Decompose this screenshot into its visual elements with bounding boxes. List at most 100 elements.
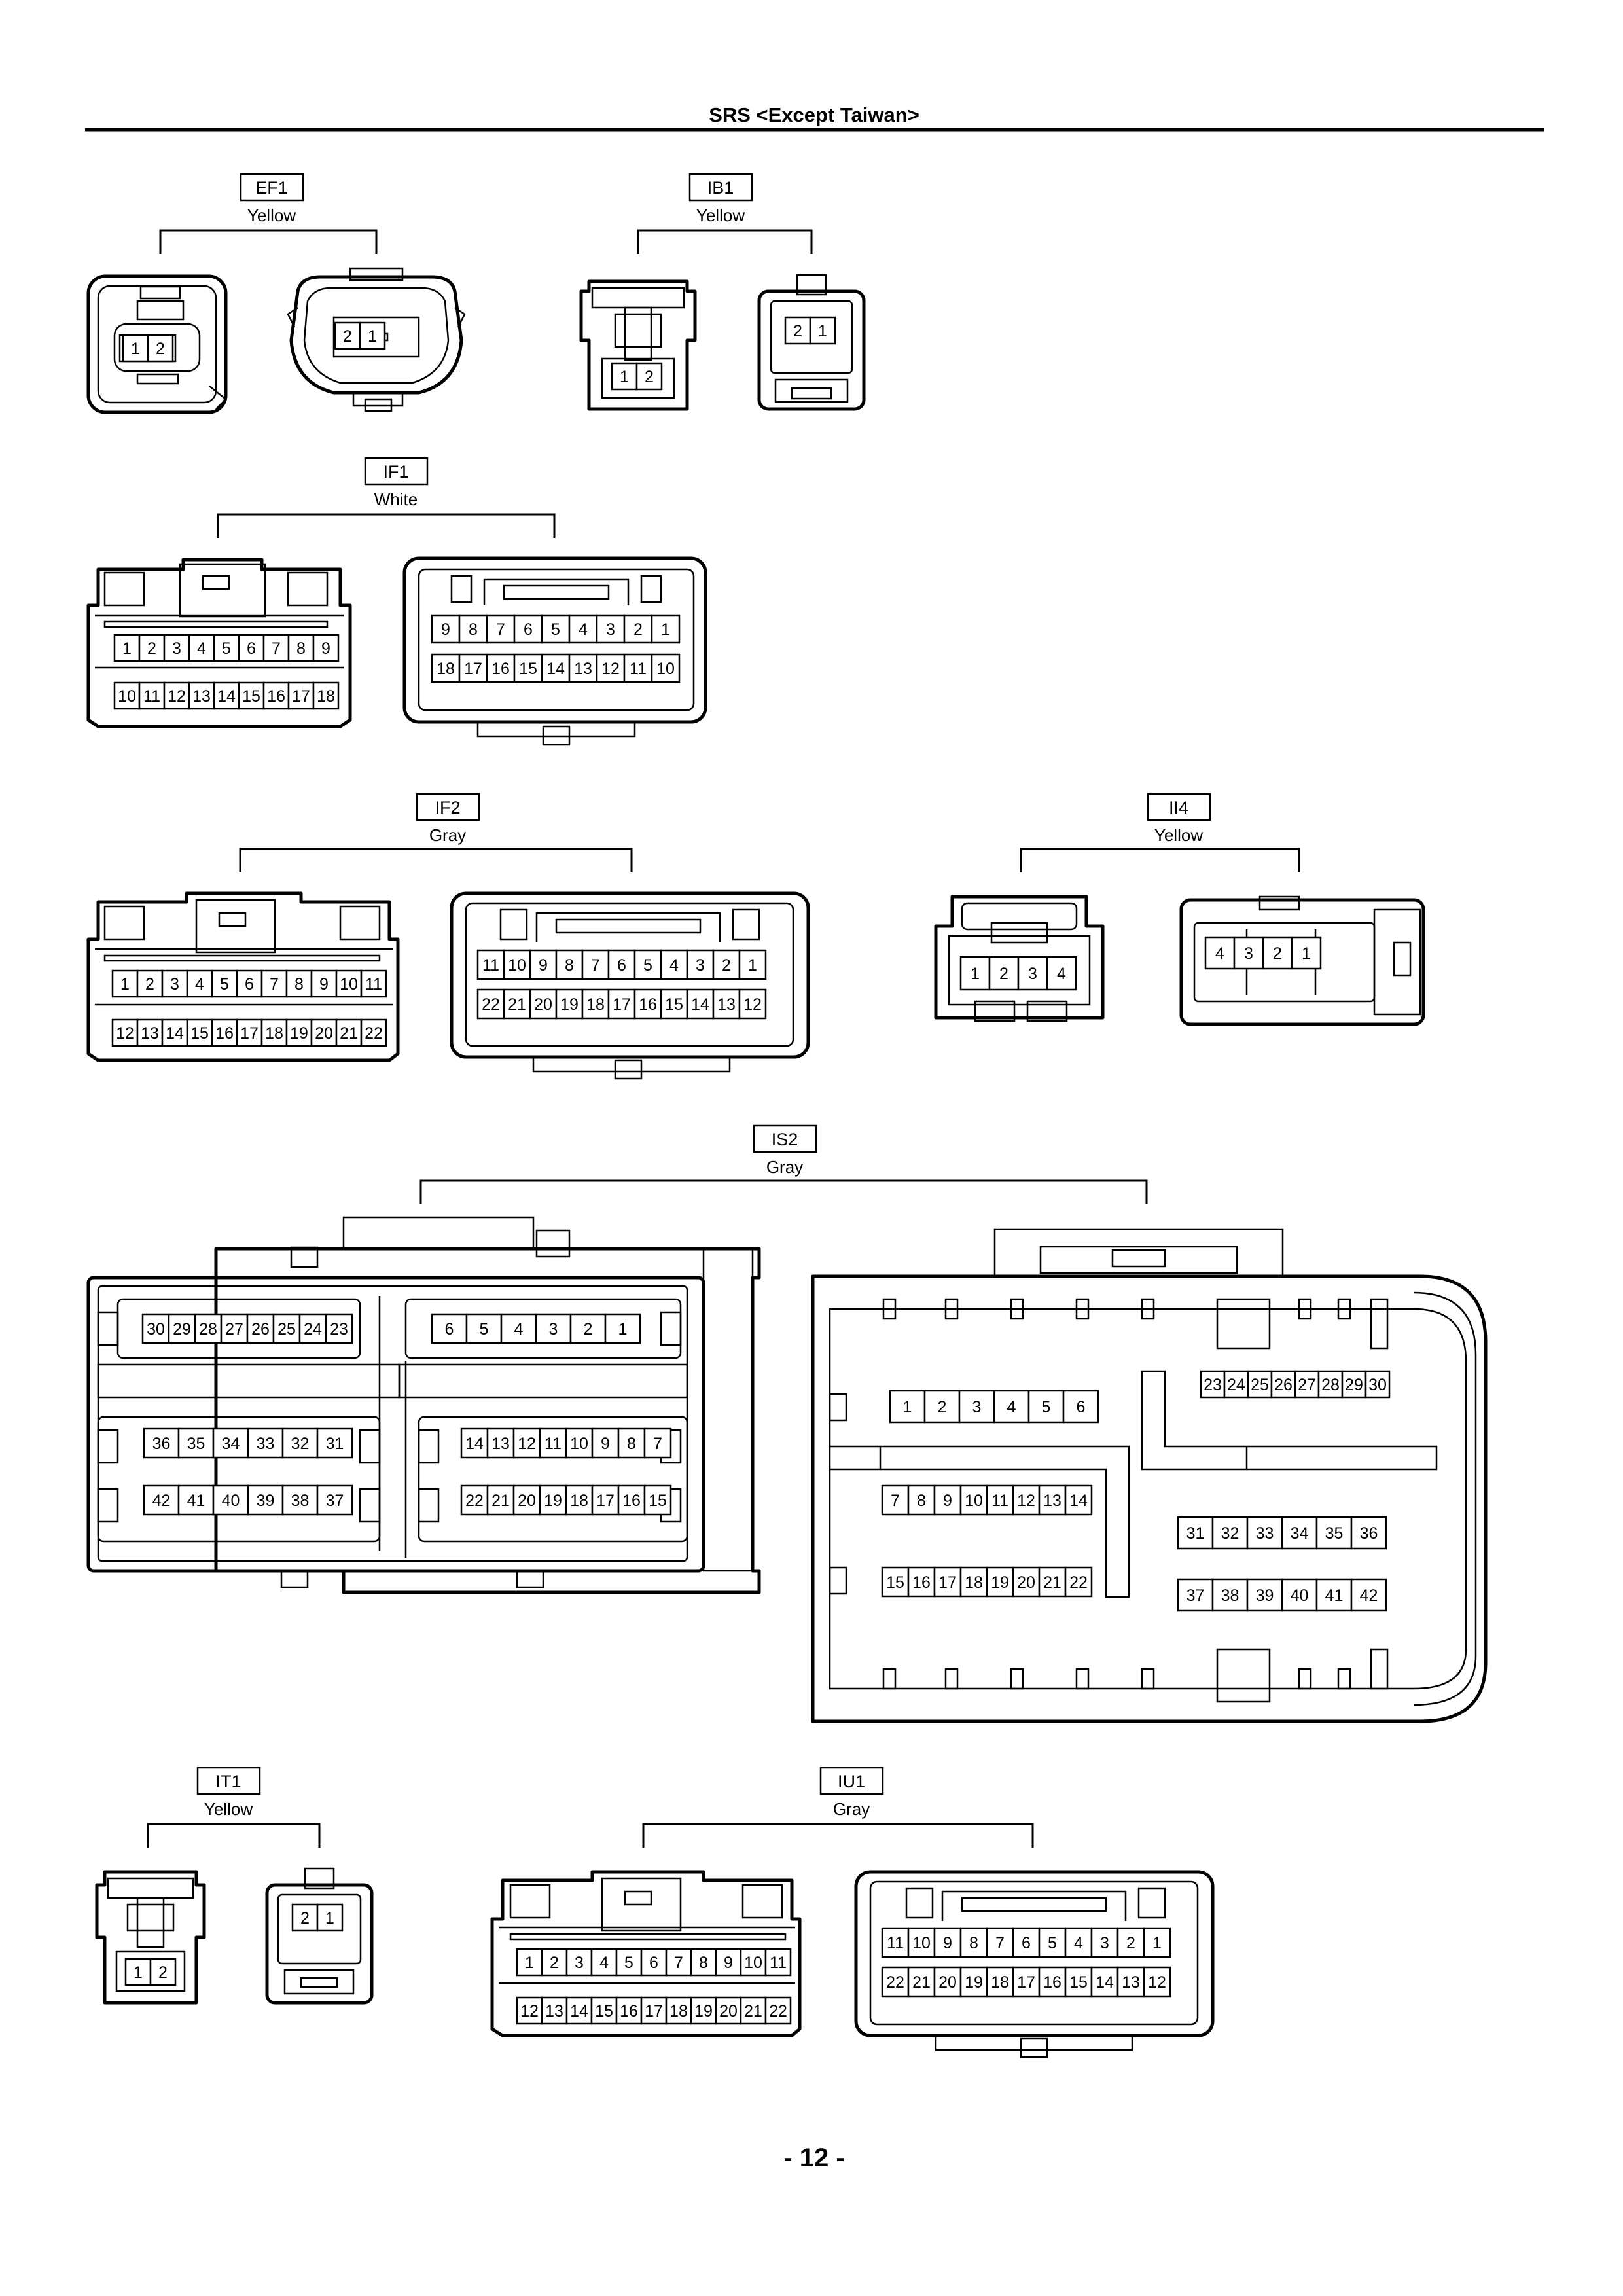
pin-cell	[310, 969, 338, 998]
pin-number: 3	[575, 1954, 584, 1972]
pin-cell	[686, 988, 715, 1020]
pin-number: 35	[187, 1435, 205, 1453]
pin-cell	[1294, 1370, 1320, 1399]
pin-number: 14	[691, 996, 709, 1014]
pin-number: 37	[326, 1492, 344, 1510]
pin-cell	[959, 1484, 988, 1516]
pin-cell	[500, 1313, 537, 1344]
pin-number: 15	[1069, 1973, 1088, 1992]
pin-number: 25	[1251, 1376, 1269, 1394]
connector-color: Yellow	[247, 206, 296, 225]
pin-number: 19	[991, 1573, 1009, 1592]
pin-number: 9	[943, 1492, 952, 1510]
pin-number: 15	[886, 1573, 904, 1592]
pin-number: 27	[1298, 1376, 1316, 1394]
pin-cell	[136, 969, 164, 998]
pin-number: 16	[1043, 1973, 1061, 1992]
pin-number: 17	[596, 1492, 615, 1510]
pin-cell	[1046, 956, 1077, 991]
pin-cell	[1143, 1927, 1171, 1958]
pin-cell	[1350, 1516, 1387, 1550]
connector-code: IT1	[215, 1772, 241, 1791]
pin-cell	[111, 1018, 139, 1047]
pin-number: 21	[491, 1492, 510, 1510]
pin-cell	[1364, 1370, 1391, 1399]
pin-number: 21	[1043, 1573, 1061, 1592]
pin-number: 38	[291, 1492, 310, 1510]
pin-number: 5	[643, 956, 652, 975]
pin-number: 16	[215, 1024, 234, 1043]
pin-number: 2	[793, 322, 802, 340]
pin-cell	[1223, 1370, 1249, 1399]
pairing-bracket	[147, 1823, 321, 1848]
pin-number: 22	[365, 1024, 383, 1043]
pin-cell	[1211, 1578, 1249, 1612]
pin-number: 2	[300, 1909, 310, 1928]
pin-number: 21	[340, 1024, 358, 1043]
pin-cell	[933, 1566, 962, 1598]
pin-number: 2	[156, 340, 165, 358]
pin-number: 19	[544, 1492, 562, 1510]
pin-cell	[149, 1958, 177, 1986]
pin-number: 8	[627, 1435, 636, 1453]
pin-number: 10	[912, 1934, 931, 1952]
pin-number: 2	[645, 368, 654, 386]
pin-cell	[1062, 1390, 1099, 1424]
pin-cell	[959, 1927, 988, 1958]
connector-code: II4	[1169, 798, 1188, 817]
pin-number: 35	[1325, 1524, 1344, 1543]
pin-number: 42	[1360, 1587, 1378, 1605]
pin-number: 6	[1077, 1398, 1086, 1416]
pin-number: 12	[601, 660, 620, 678]
pin-number: 18	[965, 1573, 983, 1592]
pin-cell	[163, 681, 190, 710]
pin-cell	[1064, 1566, 1093, 1598]
pin-number: 2	[633, 620, 643, 639]
pin-number: 7	[496, 620, 505, 639]
pin-cell	[555, 988, 584, 1020]
pin-cell	[161, 1018, 188, 1047]
pin-number: 18	[586, 996, 605, 1014]
pin-number: 18	[317, 687, 335, 706]
pin-cell	[907, 1927, 936, 1958]
pin-cell	[1315, 1516, 1353, 1550]
pin-number: 18	[570, 1492, 588, 1510]
pin-number: 32	[291, 1435, 310, 1453]
pin-number: 22	[482, 996, 500, 1014]
pin-number: 9	[321, 639, 330, 658]
pin-cell	[643, 1484, 672, 1516]
pin-number: 18	[669, 2002, 688, 2020]
pin-number: 1	[1302, 944, 1311, 963]
pin-number: 12	[518, 1435, 536, 1453]
pin-number: 3	[549, 1320, 558, 1338]
pin-number: 8	[296, 639, 306, 658]
pin-number: 33	[257, 1435, 275, 1453]
pin-number: 1	[131, 340, 140, 358]
pin-cell	[138, 681, 166, 710]
pin-number: 17	[613, 996, 631, 1014]
pin-number: 19	[965, 1973, 983, 1992]
pin-cell	[665, 1996, 692, 2025]
pin-cell	[168, 1313, 196, 1344]
pin-number: 1	[748, 956, 757, 975]
pin-number: 22	[769, 2002, 787, 2020]
pin-number: 17	[938, 1573, 957, 1592]
pin-cell	[569, 1313, 607, 1344]
pin-cell	[213, 634, 240, 662]
pin-cell	[539, 1484, 567, 1516]
